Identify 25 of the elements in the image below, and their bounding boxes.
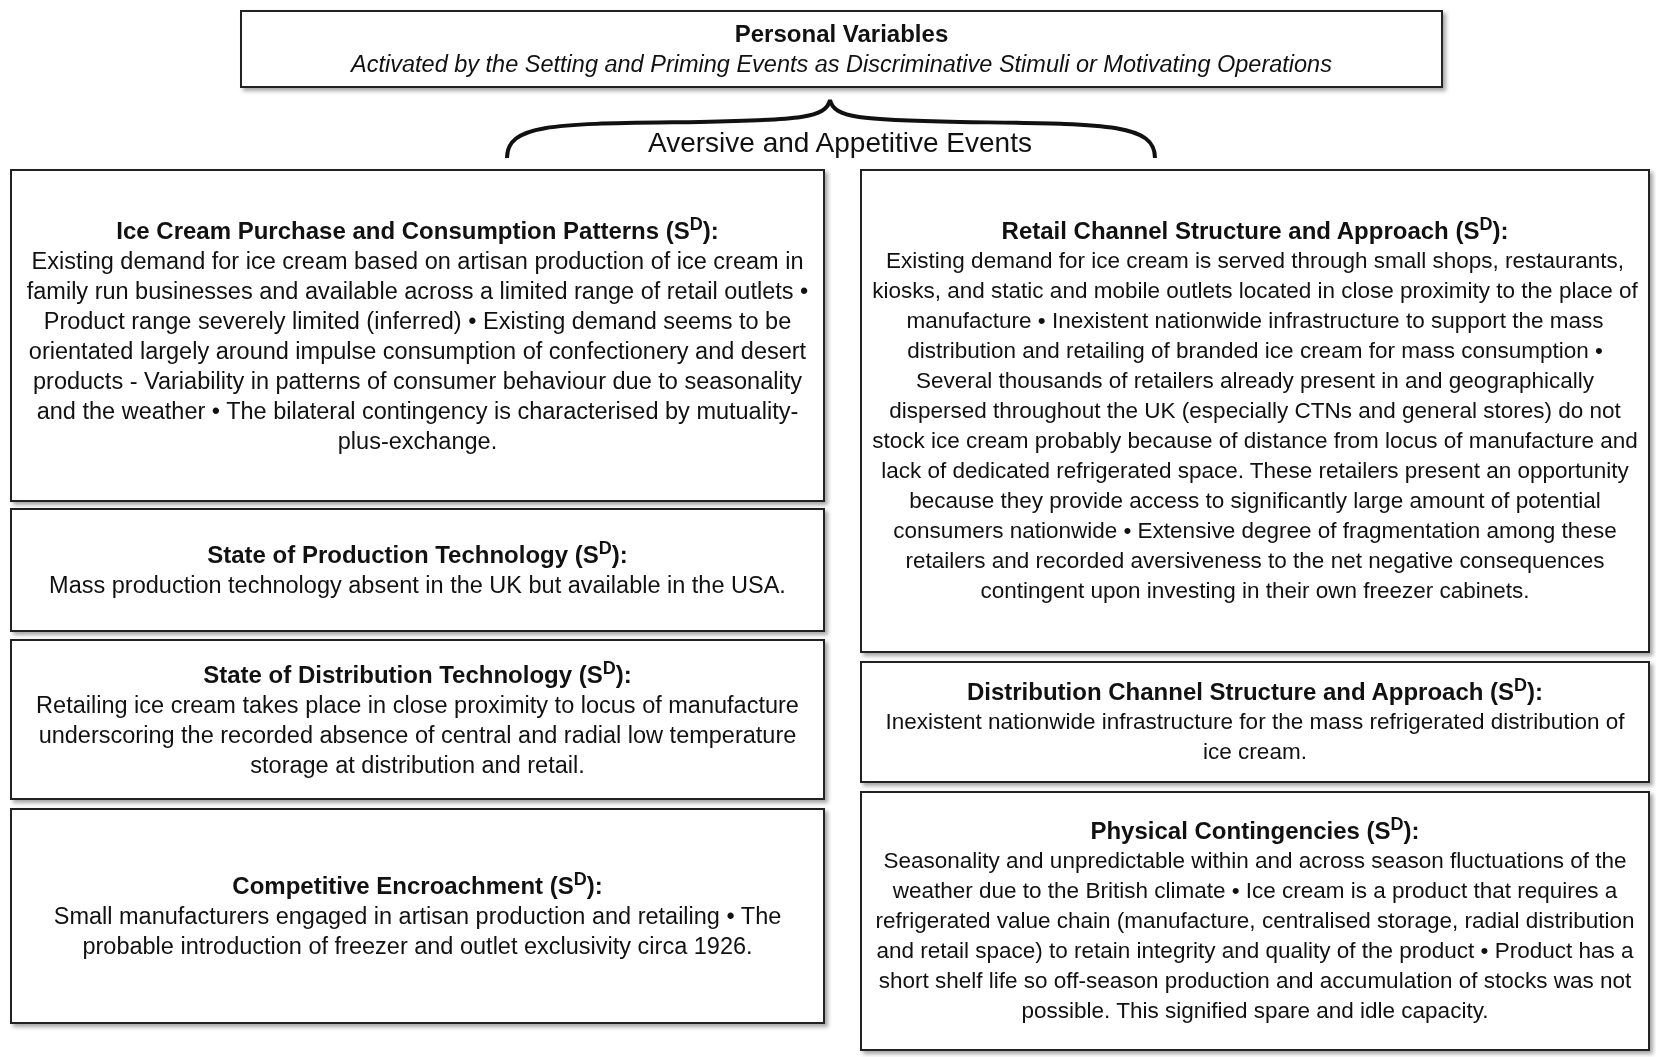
box-text: Small manufacturers engaged in artisan production and retailing • The probable introduction of freezer and outlet exclusivity circa 1926. bbox=[52, 902, 783, 961]
brace-label: Aversive and Appetitive Events bbox=[647, 126, 1033, 160]
box-text: Existing demand for ice cream based on artisan production of ice cream in family run businesses and available across a limited range of retail outlets • Product range severely limited (inferred) • Existing demand seems to be orientated largely around impulse consumption of confectionery and desert products - Variability in patterns of consumer behaviour due to seasonality and the weather • The bilateral contingency is characterised by mutuality-plus-exchange. bbox=[25, 246, 810, 456]
box-text: Seasonality and unpredictable within and across season fluctuations of the weather due to the British climate • Ice cream is a product that requires a refrigerated value chain (manufacture, centralised storage, radial distribution and retail space) to retain integrity and quality of the product • Product has a short shelf life so off-season production and accumulation of stocks was not possible. This signified spare and idle capacity. bbox=[874, 847, 1636, 1025]
content-box bbox=[10, 508, 825, 632]
header-box bbox=[240, 10, 1443, 88]
content-box bbox=[860, 661, 1650, 783]
content-box bbox=[10, 169, 825, 502]
content-box bbox=[10, 639, 825, 800]
box-heading: Ice Cream Purchase and Consumption Patterns (S$^{D}$): bbox=[116, 215, 719, 246]
content-box bbox=[10, 808, 825, 1024]
content-box bbox=[860, 791, 1650, 1051]
box-text: Activated by the Setting and Priming Events as Discriminative Stimuli or Motivating Operations bbox=[351, 50, 1332, 79]
box-heading: State of Production Technology (S$^{D}$): bbox=[207, 540, 628, 570]
box-heading: Distribution Channel Structure and Approach (S$^{D}$): bbox=[966, 677, 1544, 707]
box-text: Mass production technology absent in the UK but available in the USA. bbox=[49, 571, 786, 600]
box-heading: Personal Variables bbox=[734, 19, 949, 49]
content-box bbox=[860, 169, 1650, 653]
box-text: Retailing ice cream takes place in close proximity to locus of manufacture underscoring the recorded absence of central and radial low temperature storage at distribution and retail. bbox=[35, 690, 800, 780]
box-heading: State of Distribution Technology (S$^{D}$): bbox=[203, 659, 632, 690]
box-heading: Retail Channel Structure and Approach (S$^{D}$): bbox=[1001, 216, 1509, 246]
box-heading: Competitive Encroachment (S$^{D}$): bbox=[232, 871, 603, 901]
box-heading: Physical Contingencies (S$^{D}$): bbox=[1090, 816, 1420, 846]
box-text: Inexistent nationwide infrastructure for the mass refrigerated distribution of ice cream. bbox=[884, 708, 1626, 766]
box-text: Existing demand for ice cream is served through small shops, restaurants, kiosks, and static and mobile outlets located in close proximity to the place of manufacture • Inexistent nationwide infrastructure to support the mass distribution and retailing of branded ice cream for mass consumption • Several thousands of retailers already present in and geographically dispersed throughout the UK (especially CTNs and general stores) do not stock ice cream probably because of distance from locus of manufacture and lack of dedicated refrigerated space. These retailers present an opportunity because they provide access to significantly large amount of potential consumers nationwide • Extensive degree of fragmentation among these retailers and recorded aversiveness to the net negative consequences contingent upon investing in their own freezer cabinets. bbox=[871, 247, 1639, 605]
